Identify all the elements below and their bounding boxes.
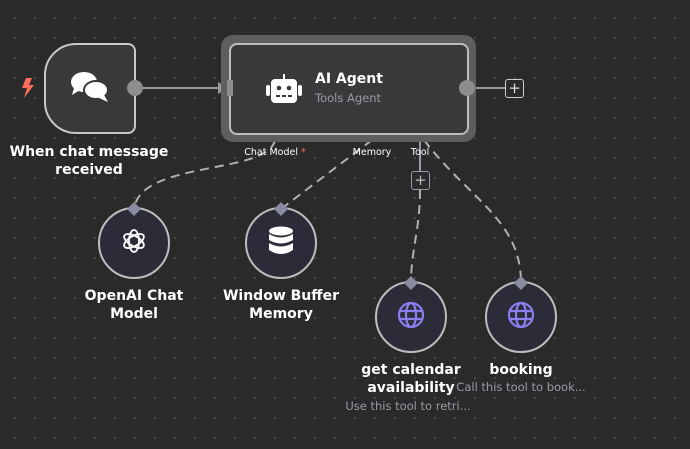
memory-input-port[interactable] (274, 202, 288, 216)
memory-connection[interactable] (280, 139, 373, 210)
calendar-label: get calendar availability (331, 361, 491, 397)
tool-connection-booking[interactable] (423, 139, 522, 284)
tool-connection-calendar[interactable] (410, 189, 421, 284)
robot-icon (266, 74, 302, 108)
calendar-hint: Use this tool to retri... (345, 399, 471, 413)
agent-input-handle[interactable] (227, 80, 233, 96)
memory-label-line-2: Memory (249, 306, 313, 322)
lightning-icon (20, 78, 36, 102)
chat-model-connection[interactable] (133, 139, 276, 210)
agent-output-handle[interactable] (459, 80, 475, 96)
booking-input-port[interactable] (514, 276, 528, 290)
booking-hint: Call this tool to book... (456, 380, 586, 394)
trigger-output-handle[interactable] (127, 80, 143, 96)
globe-icon (507, 301, 535, 333)
chat-bubbles-icon (70, 71, 110, 107)
trigger-label: When chat message received (9, 144, 169, 178)
calendar-label-line-2: availability (367, 380, 455, 396)
booking-label: booking (489, 362, 553, 378)
openai-icon (119, 226, 149, 260)
memory-label-line-1: Window Buffer (222, 288, 340, 304)
required-mark: * (301, 147, 306, 158)
window-buffer-memory-node[interactable] (245, 207, 317, 279)
agent-title: AI Agent (315, 71, 383, 87)
calendar-label-line-1: get calendar (361, 362, 461, 378)
chat-model-label: Chat Model (244, 147, 298, 158)
memory-port-label: Memory (352, 147, 392, 158)
calendar-input-port[interactable] (404, 276, 418, 290)
openai-chat-model-node[interactable] (98, 207, 170, 279)
globe-icon (397, 301, 425, 333)
add-node-button[interactable]: + (505, 79, 524, 98)
add-tool-button[interactable]: + (411, 171, 430, 190)
openai-label-line-2: Model (110, 306, 158, 322)
agent-subtitle: Tools Agent (315, 91, 382, 105)
database-icon (268, 226, 294, 260)
booking-node[interactable] (485, 281, 557, 353)
tool-port-label: Tool (410, 147, 430, 158)
chat-model-port-label: Chat Model * (235, 147, 315, 158)
get-calendar-availability-node[interactable] (375, 281, 447, 353)
ai-agent-node[interactable] (229, 43, 469, 135)
chat-trigger-node[interactable] (44, 43, 136, 134)
openai-input-port[interactable] (127, 202, 141, 216)
openai-label-line-1: OpenAI Chat (84, 288, 184, 304)
